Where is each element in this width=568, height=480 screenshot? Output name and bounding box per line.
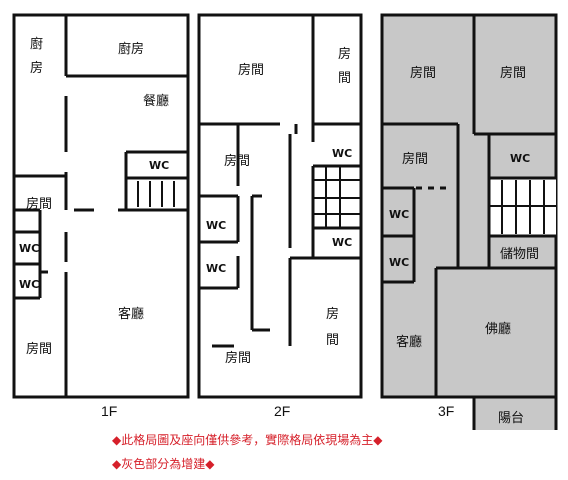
room-wc-a: WC bbox=[19, 242, 39, 255]
room-storage-3f: 儲物間 bbox=[500, 247, 539, 262]
floor-label-3f: 3F bbox=[438, 403, 454, 419]
room-kitchen: 廚房 bbox=[118, 41, 144, 57]
room-kitchen-left: 廚 房 bbox=[30, 36, 47, 76]
room-bedroom-top-left-3f: 房間 bbox=[410, 65, 436, 81]
room-bedroom-bottom: 房間 bbox=[26, 341, 52, 357]
room-wc-right-3f: WC bbox=[510, 152, 530, 165]
room-kitchen-left-l2: 房 bbox=[30, 60, 43, 76]
floor-plan: 廚 房 廚房 餐廳 WC 房間 WC WC 客廳 房間 1F 房間 房 間 房間… bbox=[12, 13, 558, 430]
room-bedroom-top-right-l1: 房 bbox=[338, 46, 351, 62]
floor-label-1f: 1F bbox=[101, 403, 117, 419]
room-bedroom-top-right-l2: 間 bbox=[338, 71, 351, 86]
floor-3f bbox=[380, 13, 558, 430]
room-living: 客廳 bbox=[118, 306, 144, 322]
note-reference-disclaimer: ◆此格局圖及座向僅供參考，實際格局依現場為主◆ bbox=[112, 433, 383, 447]
floor-1f-outline bbox=[12, 13, 190, 399]
room-wc-b-2f: WC bbox=[206, 262, 226, 275]
room-bedroom-right-l2: 間 bbox=[326, 333, 339, 348]
room-wc-b: WC bbox=[19, 278, 39, 291]
room-wc-a-2f: WC bbox=[206, 219, 226, 232]
room-balcony-3f: 陽台 bbox=[498, 411, 524, 426]
room-wc-right-2f: WC bbox=[332, 147, 352, 160]
room-bedroom-right-2f: 房 間 bbox=[326, 306, 343, 348]
room-wc-a-3f: WC bbox=[389, 208, 409, 221]
room-wc-right2-2f: WC bbox=[332, 236, 352, 249]
room-dining: 餐廳 bbox=[143, 93, 169, 109]
room-bedroom-mid: 房間 bbox=[26, 196, 52, 212]
room-bedroom-mid-3f: 房間 bbox=[402, 151, 428, 167]
floor-2f bbox=[197, 13, 363, 399]
balcony-box bbox=[472, 395, 558, 430]
room-shrine-3f: 佛廳 bbox=[485, 321, 511, 337]
stairs-3f bbox=[489, 180, 556, 234]
room-bedroom-bottom-2f: 房間 bbox=[225, 350, 251, 366]
room-wc-stair: WC bbox=[149, 159, 169, 172]
room-wc-b-3f: WC bbox=[389, 256, 409, 269]
room-bedroom-top-right: 房 間 bbox=[338, 46, 355, 86]
stairs-1f bbox=[137, 181, 175, 207]
stairs-2f bbox=[313, 166, 361, 228]
room-bedroom-mid-2f: 房間 bbox=[224, 153, 250, 169]
room-bedroom-top-right-3f: 房間 bbox=[500, 65, 526, 81]
floor-1f bbox=[12, 13, 190, 399]
note-gray-addition: ◆灰色部分為增建◆ bbox=[112, 457, 215, 471]
floor-label-2f: 2F bbox=[274, 403, 290, 419]
room-bedroom-top-left: 房間 bbox=[238, 62, 264, 78]
room-kitchen-left-l1: 廚 bbox=[30, 36, 43, 52]
floor-2f-outline bbox=[197, 13, 363, 399]
room-bedroom-right-l1: 房 bbox=[326, 306, 339, 322]
room-living-3f: 客廳 bbox=[396, 334, 422, 350]
